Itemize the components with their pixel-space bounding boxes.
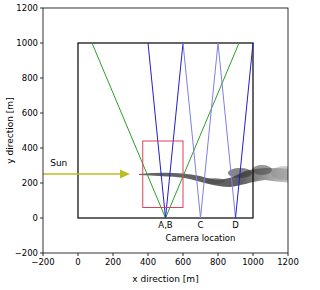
fov-line [92, 43, 166, 218]
x-tick-label: 800 [210, 258, 226, 267]
camera-view-line [201, 43, 219, 218]
x-tick-label: 1200 [277, 258, 299, 267]
camera-view-line [166, 43, 184, 218]
camera-view-line [218, 43, 236, 218]
zoom-box [143, 141, 183, 208]
axes-frame [43, 8, 288, 253]
y-tick-label: 1000 [16, 39, 38, 48]
x-tick-label: 200 [105, 258, 121, 267]
camera-label: A,B [158, 221, 172, 230]
plume-puff [271, 166, 288, 180]
camera-view-line [183, 43, 201, 218]
sun-arrow [43, 173, 123, 174]
plume-puff [252, 165, 272, 175]
camera-label: C [198, 221, 204, 230]
sun-label: Sun [50, 159, 67, 168]
y-tick-label: 600 [22, 109, 38, 118]
x-tick-label: 1000 [242, 258, 264, 267]
domain-square [78, 43, 253, 218]
y-tick-label: −200 [15, 249, 38, 258]
y-tick-label: 200 [22, 179, 38, 188]
x-tick-label: 600 [175, 258, 191, 267]
y-tick-label: 1200 [16, 4, 38, 13]
y-tick-label: 400 [22, 144, 38, 153]
camera-view-line [236, 43, 254, 218]
ticks [40, 8, 288, 256]
x-tick-label: 0 [75, 258, 80, 267]
y-tick-label: 800 [22, 74, 38, 83]
axis-title: y direction [m] [6, 97, 15, 163]
axis-title: x direction [m] [132, 275, 198, 284]
x-tick-label: 400 [140, 258, 156, 267]
caption-label: Camera location [166, 234, 236, 243]
camera-label: D [232, 221, 239, 230]
y-tick-label: 0 [33, 214, 38, 223]
fov-line [166, 43, 240, 218]
x-tick-label: −200 [31, 258, 54, 267]
camera-view-line [148, 43, 166, 218]
plume-puff [205, 178, 225, 184]
sun-arrowhead [120, 170, 130, 179]
